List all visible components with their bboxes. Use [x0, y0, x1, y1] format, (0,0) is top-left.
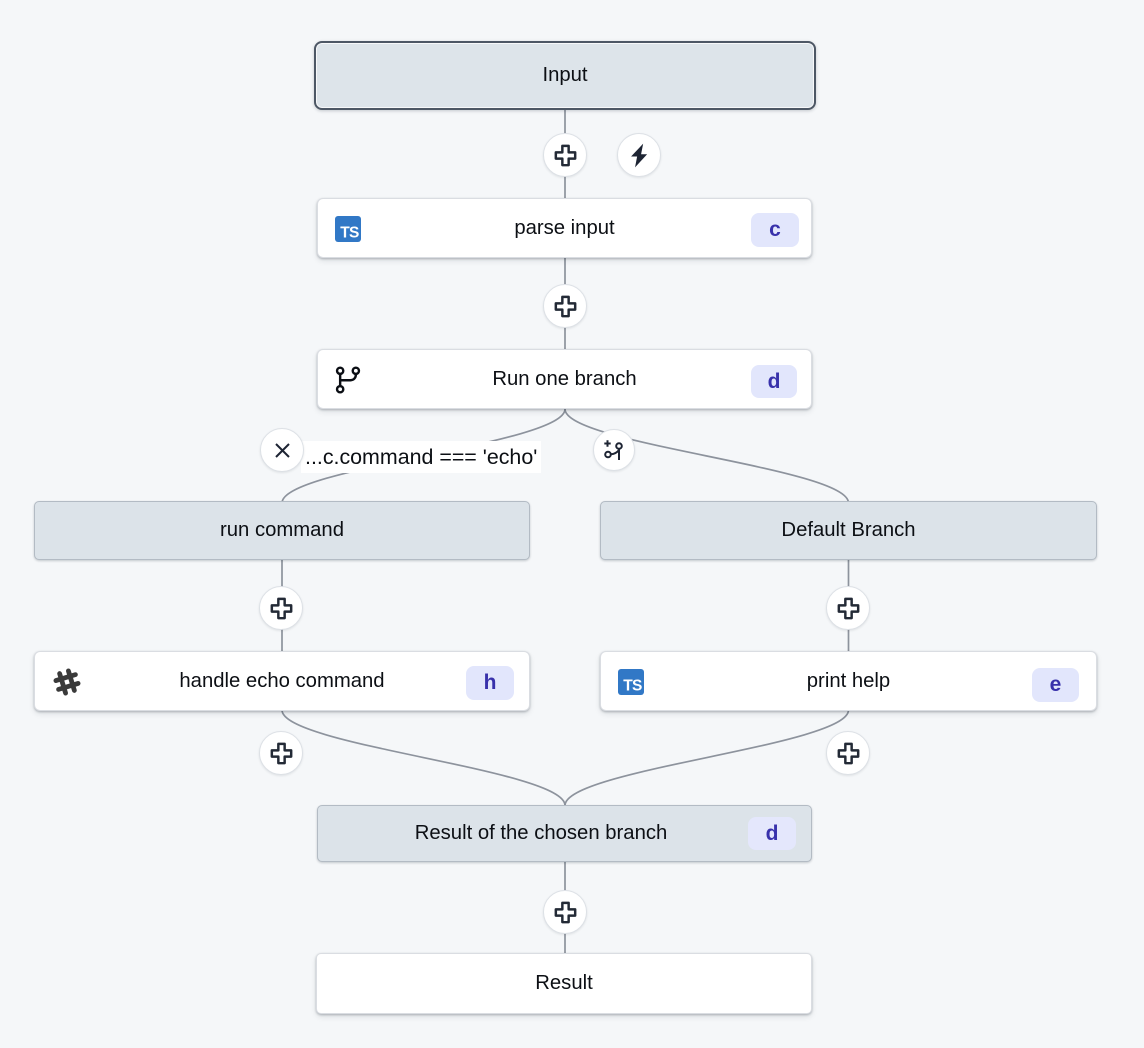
svg-text:TS: TS: [340, 225, 359, 242]
svg-text:TS: TS: [623, 678, 642, 695]
